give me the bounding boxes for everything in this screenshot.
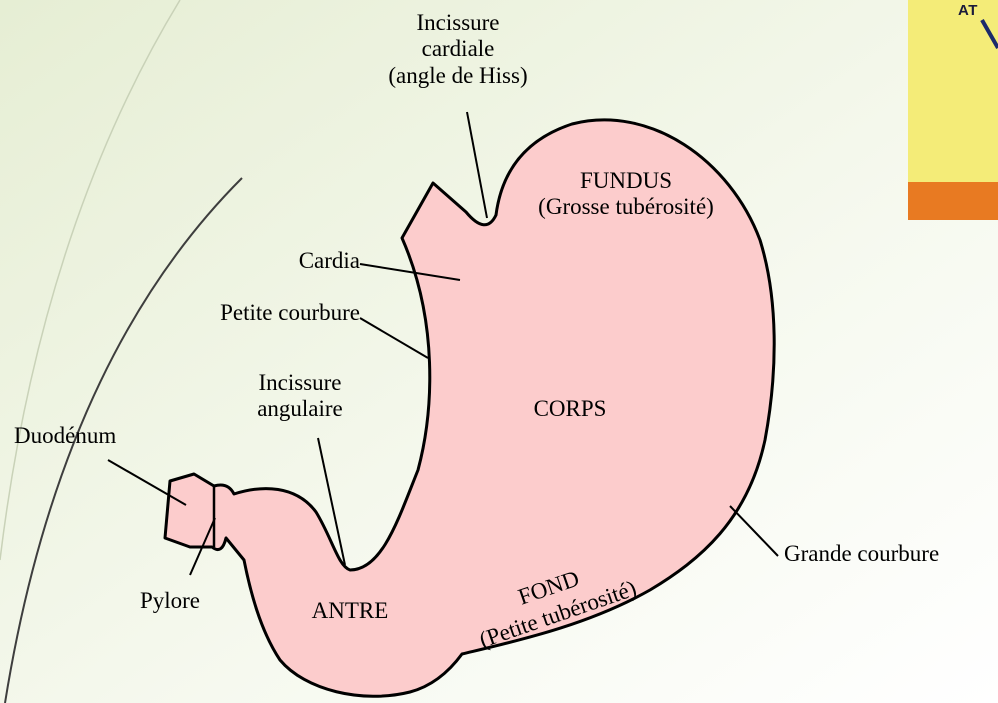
label-incisure-cardiale-line3: (angle de Hiss) bbox=[358, 63, 558, 89]
label-antre: ANTRE bbox=[290, 598, 410, 624]
label-duodenum: Duodénum bbox=[14, 423, 164, 449]
label-pylore: Pylore bbox=[120, 588, 220, 614]
label-incisure-angulaire: Incissure angulaire bbox=[230, 370, 370, 423]
label-grande-courbure: Grande courbure bbox=[784, 541, 994, 567]
label-petite-courbure: Petite courbure bbox=[160, 300, 360, 326]
inset-orange-bar bbox=[908, 182, 998, 220]
label-incisure-cardiale-line2: cardiale bbox=[358, 36, 558, 62]
label-corps: CORPS bbox=[490, 396, 650, 422]
inset-text: AT bbox=[958, 2, 978, 19]
label-fundus-line2: (Grosse tubérosité) bbox=[508, 194, 744, 220]
label-incisure-cardiale: Incissure cardiale (angle de Hiss) bbox=[358, 10, 558, 89]
corner-inset-image: AT bbox=[908, 0, 998, 220]
label-fundus: FUNDUS (Grosse tubérosité) bbox=[508, 168, 744, 221]
label-cardia: Cardia bbox=[250, 248, 360, 274]
label-incisure-angulaire-line2: angulaire bbox=[230, 396, 370, 422]
arrow-icon bbox=[978, 14, 998, 54]
label-incisure-angulaire-line1: Incissure bbox=[230, 370, 370, 396]
label-fundus-line1: FUNDUS bbox=[508, 168, 744, 194]
label-incisure-cardiale-line1: Incissure bbox=[358, 10, 558, 36]
